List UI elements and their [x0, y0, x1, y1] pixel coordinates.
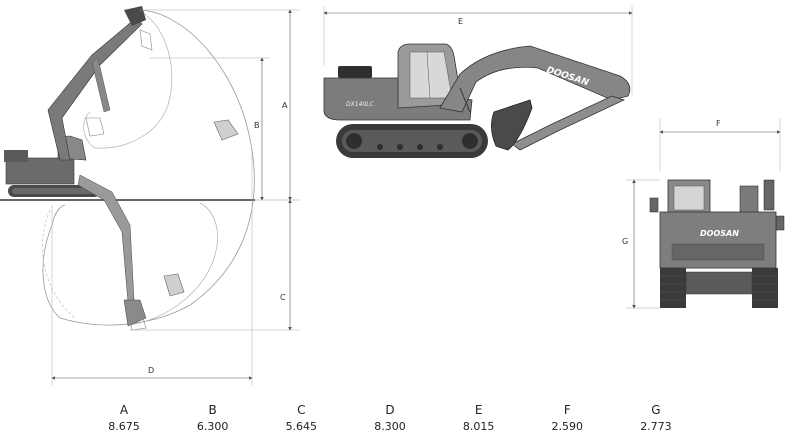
bucket-position-2	[85, 117, 105, 137]
spec-value: 8.015	[462, 420, 495, 433]
undercarriage-front	[685, 271, 753, 295]
front-envelope	[42, 209, 76, 319]
spec-column-g: G 2.773	[612, 402, 700, 444]
arm-side	[511, 95, 626, 151]
dim-label-c: C	[280, 293, 286, 302]
spec-column-d: D 8.300	[346, 402, 434, 444]
dim-label-d: D	[148, 366, 154, 375]
inner-envelope	[83, 11, 173, 149]
mirror-left	[649, 197, 659, 213]
spec-column-b: B 6.300	[169, 402, 257, 444]
spec-column-c: C 5.645	[257, 402, 345, 444]
body-small	[5, 157, 75, 185]
max-reach-envelope	[42, 9, 255, 326]
boom-front	[739, 185, 759, 217]
bucket-position-5	[127, 307, 147, 331]
engine-hood-side	[338, 66, 372, 78]
brand-label-front: DOOSAN	[700, 229, 739, 238]
light-right	[775, 215, 785, 231]
arm-small-upper	[91, 57, 111, 113]
excavator-front-view: F G DOOSAN	[622, 118, 785, 309]
boom-small	[47, 17, 143, 161]
counterweight-small	[4, 150, 28, 162]
working-range-diagram: A B C D	[0, 6, 300, 385]
dim-label-f: F	[716, 119, 721, 128]
spec-key: E	[474, 403, 483, 417]
dim-label-e: E	[458, 17, 463, 26]
spec-value: 8.300	[374, 420, 406, 433]
spec-value: 5.645	[285, 420, 318, 433]
bucket-position-1	[139, 29, 153, 51]
dimension-spec-table: A 8.675 B 6.300 C 5.645 D 8.300 E 8.015 …	[80, 402, 700, 444]
spec-value: 2.590	[551, 420, 584, 433]
spec-key: A	[119, 403, 129, 417]
dig-envelope	[129, 202, 218, 326]
track-front-left	[660, 268, 686, 308]
bucket-lower	[123, 299, 147, 327]
track-front-right	[752, 268, 778, 308]
spec-key: F	[563, 403, 571, 417]
spec-value: 6.300	[196, 420, 229, 433]
model-label-side: DX140LC	[346, 101, 375, 108]
spec-key: D	[385, 403, 395, 417]
dim-label-b: B	[254, 121, 260, 130]
spec-key: G	[651, 403, 661, 417]
dimension-lines-left: A B C D	[51, 9, 300, 385]
spec-key: B	[208, 403, 217, 417]
spec-key: C	[297, 403, 306, 417]
mirror-right	[763, 179, 775, 211]
bucket-small-top	[124, 6, 146, 26]
bucket-positions	[85, 29, 239, 331]
bucket-position-4	[163, 273, 185, 297]
spec-column-e: E 8.015	[435, 402, 523, 444]
excavator-side-small	[4, 6, 147, 327]
boom-side	[439, 45, 631, 113]
excavator-side-view: E DX140LC DOOSAN	[323, 6, 633, 158]
spec-value: 8.675	[108, 420, 140, 433]
spec-value: 2.773	[640, 420, 672, 433]
spec-column-f: F 2.590	[523, 402, 611, 444]
bucket-position-3	[213, 119, 239, 141]
spec-column-a: A 8.675	[80, 402, 168, 444]
bucket-side	[491, 99, 533, 151]
dim-label-a: A	[282, 101, 288, 110]
dim-label-g: G	[622, 237, 628, 246]
